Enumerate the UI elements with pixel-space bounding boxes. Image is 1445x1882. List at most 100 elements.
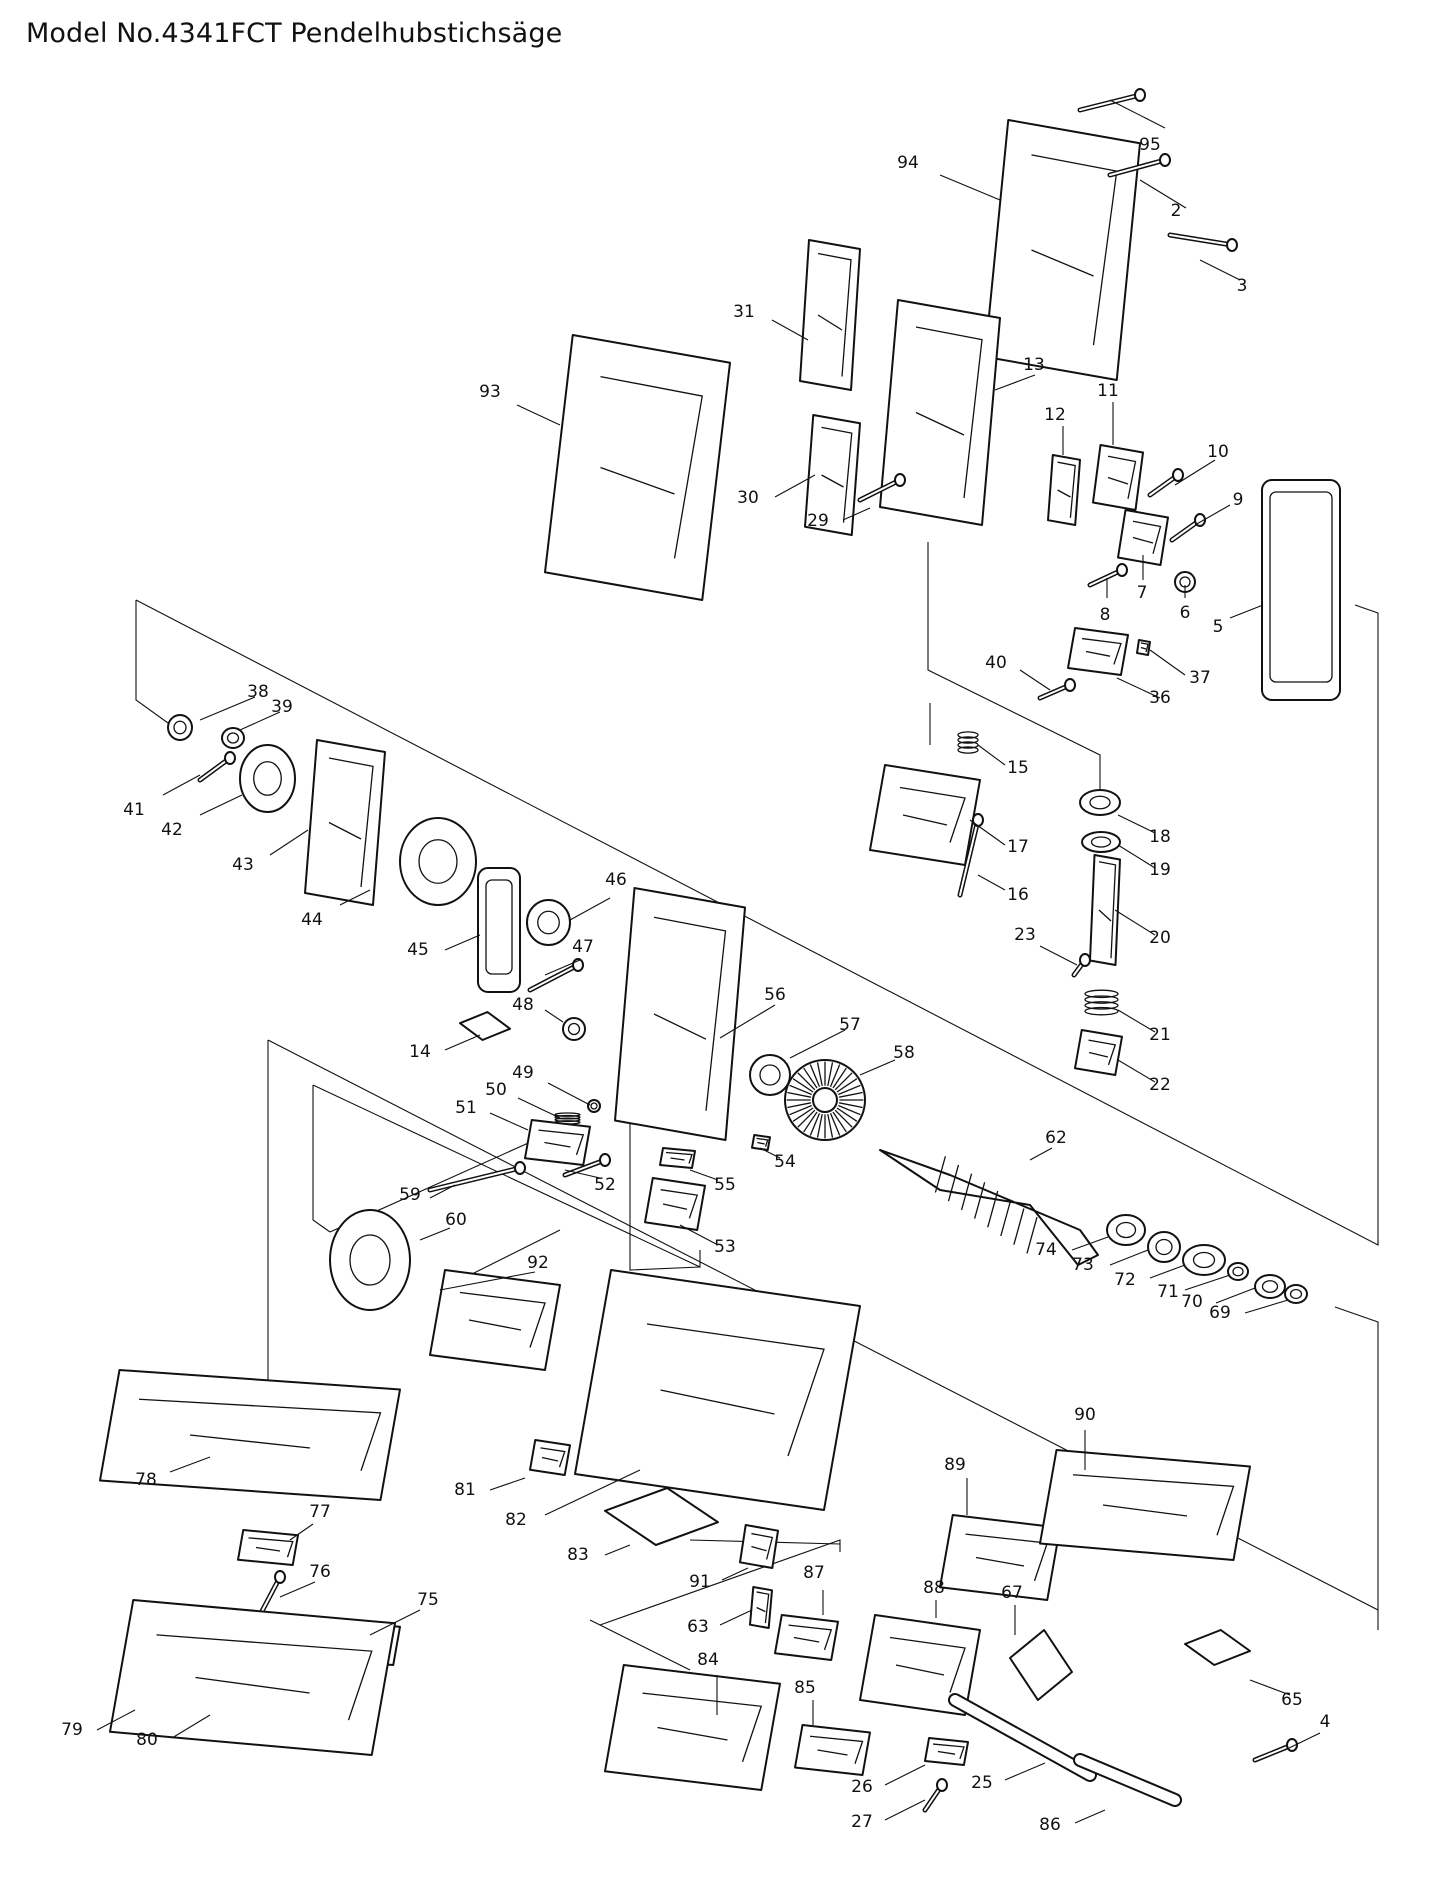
part-number-label: 41 [123, 800, 145, 820]
leader-line-83 [604, 1544, 631, 1556]
part-number-label: 54 [774, 1152, 796, 1172]
holder-53 [644, 1177, 706, 1231]
screw-10 [1147, 468, 1184, 498]
leader-line-77 [289, 1523, 314, 1541]
part-number-label: 31 [733, 302, 755, 322]
part-number-label: 12 [1044, 405, 1066, 425]
screw-9 [1169, 513, 1206, 543]
leader-line-5 [1229, 604, 1264, 619]
part-number-label: 52 [594, 1175, 616, 1195]
leader-line-30 [774, 474, 816, 498]
leader-line-18 [1117, 814, 1156, 834]
part-number-label: 39 [271, 697, 293, 717]
part-number-label: 95 [1139, 135, 1161, 155]
label-65 [1184, 1629, 1251, 1666]
part-number-label: 4 [1320, 1712, 1331, 1732]
terminal-87 [774, 1614, 839, 1661]
leader-line-78 [169, 1456, 211, 1473]
part-number-label: 81 [454, 1480, 476, 1500]
ring-70 [1254, 1274, 1286, 1299]
baffle-plate-60 [329, 1209, 411, 1311]
part-number-label: 48 [512, 995, 534, 1015]
part-number-label: 69 [1209, 1303, 1231, 1323]
gear-housing-56 [614, 887, 746, 1141]
part-number-label: 10 [1207, 442, 1229, 462]
housing-frame-13 [879, 299, 1001, 526]
wire-spring-30 [804, 414, 861, 536]
leader-line-13 [994, 374, 1036, 391]
leader-line-60 [419, 1227, 451, 1241]
leader-line-62 [1029, 1147, 1053, 1161]
retaining-ring-69 [1284, 1284, 1308, 1304]
leader-line-82 [544, 1469, 641, 1516]
part-number-label: 18 [1149, 827, 1171, 847]
switch-lever-84 [604, 1664, 781, 1791]
motor-housing-82 [574, 1269, 861, 1511]
part-number-label: 13 [1023, 355, 1045, 375]
leader-line-45 [444, 934, 481, 951]
part-number-label: 91 [689, 1572, 711, 1592]
pin-40 [1037, 678, 1076, 701]
leader-line-3 [1199, 259, 1241, 281]
gasket-5 [1261, 479, 1341, 701]
bracket-line [927, 542, 1101, 790]
ball-bearing-73 [1147, 1231, 1181, 1263]
clip-12 [1047, 454, 1081, 526]
part-number-label: 11 [1097, 381, 1119, 401]
screw-95 [1077, 88, 1146, 113]
part-number-label: 93 [479, 382, 501, 402]
part-number-label: 73 [1072, 1255, 1094, 1275]
screw-16 [957, 813, 984, 898]
part-number-label: 16 [1007, 885, 1029, 905]
field-92 [429, 1269, 561, 1371]
lever-31 [799, 239, 861, 391]
leader-line-94 [939, 174, 1001, 201]
bracket-line [135, 600, 169, 724]
leader-line-69 [1244, 1299, 1289, 1314]
part-number-label: 30 [737, 488, 759, 508]
part-number-label: 51 [455, 1098, 477, 1118]
bracket-line [589, 1619, 691, 1671]
gear-58 [784, 1059, 866, 1141]
part-number-label: 14 [409, 1042, 431, 1062]
part-number-label: 19 [1149, 860, 1171, 880]
leader-line-26 [884, 1764, 926, 1786]
part-number-label: 70 [1181, 1292, 1203, 1312]
part-number-label: 65 [1281, 1690, 1303, 1710]
leader-line-22 [1117, 1059, 1156, 1083]
part-number-label: 45 [407, 940, 429, 960]
screw-4 [1252, 1738, 1298, 1763]
part-number-label: 78 [135, 1470, 157, 1490]
part-number-label: 92 [527, 1253, 549, 1273]
plate-11 [1092, 444, 1144, 511]
retaining-ring-19 [1081, 831, 1121, 853]
leader-line-92 [439, 1271, 536, 1291]
leader-line-36 [1116, 677, 1161, 699]
retaining-ring-48 [562, 1017, 586, 1041]
part-number-label: 46 [605, 870, 627, 890]
part-number-label: 86 [1039, 1815, 1061, 1835]
slider-36 [1067, 627, 1129, 676]
part-shapes [99, 88, 1341, 1813]
part-number-label: 82 [505, 1510, 527, 1530]
leader-line-86 [1074, 1809, 1106, 1824]
lever-51 [524, 1119, 591, 1166]
part-number-label: 57 [839, 1015, 861, 1035]
part-number-label: 62 [1045, 1128, 1067, 1148]
leader-line-20 [1114, 909, 1156, 936]
leader-line-23 [1039, 945, 1078, 966]
bearing-retainer-72 [1182, 1244, 1226, 1276]
leader-line-10 [1174, 459, 1216, 486]
part-number-label: 94 [897, 153, 919, 173]
part-number-label: 55 [714, 1175, 736, 1195]
leader-line-19 [1117, 844, 1156, 869]
label-67 [1009, 1629, 1073, 1701]
leader-line-38 [199, 696, 256, 721]
leader-line-29 [842, 507, 871, 521]
assembly-bracket-lines [135, 542, 1379, 1671]
leader-line-79 [96, 1709, 136, 1731]
leader-line-47 [544, 959, 581, 976]
leader-line-72 [1149, 1264, 1186, 1279]
handle-cover-94 [984, 119, 1141, 381]
part-number-label: 7 [1137, 583, 1148, 603]
